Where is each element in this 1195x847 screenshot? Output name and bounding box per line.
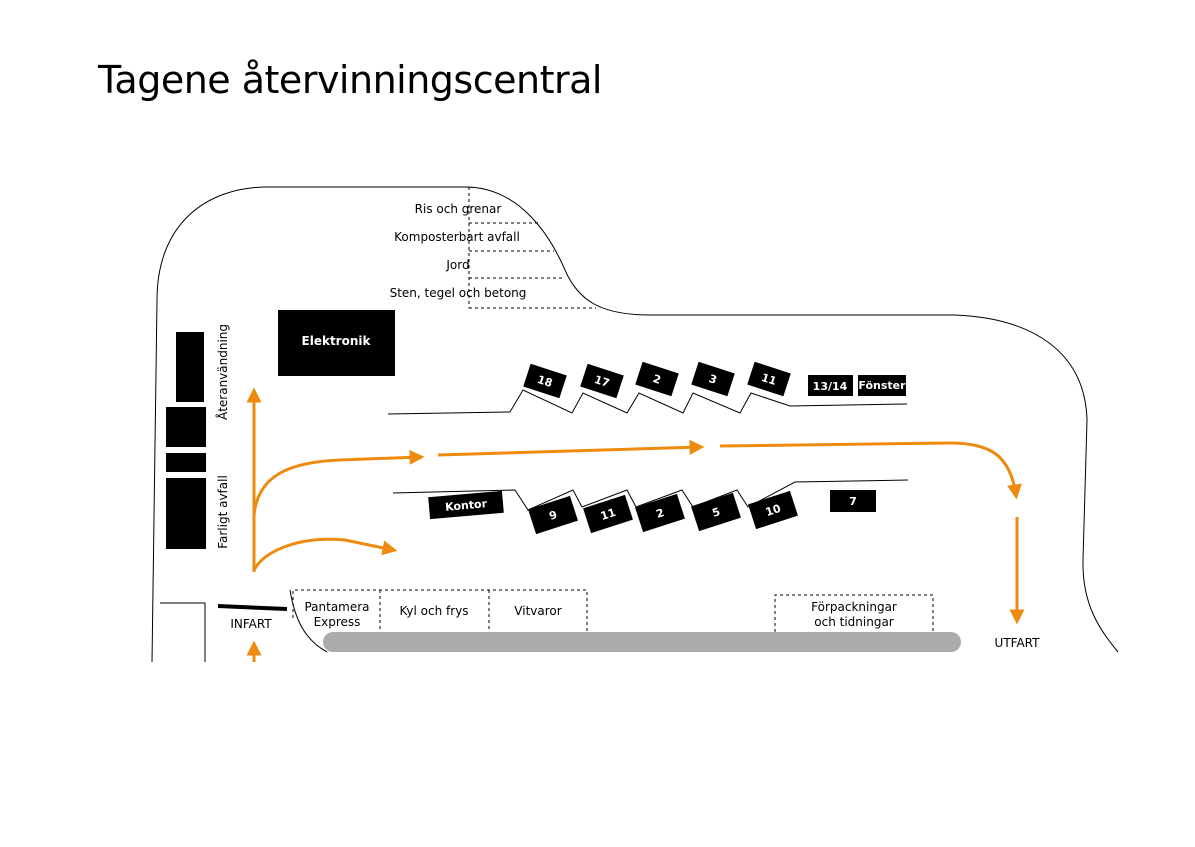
container-upper-2: 2 — [635, 361, 679, 397]
container-upper-11: 11 — [747, 361, 791, 397]
lower-containers: 9 11 2 5 10 7 — [528, 490, 876, 535]
arrow-middle — [437, 439, 705, 457]
ateranvandning-label: Återanvändning — [215, 324, 230, 420]
container-upper-fonster-label: Fönster — [858, 379, 906, 392]
entrance-barrier — [217, 604, 288, 611]
container-lower-2: 2 — [635, 493, 685, 533]
container-upper-3-label: 3 — [707, 372, 718, 387]
bottom-stations — [292, 589, 934, 632]
container-lower-5-label: 5 — [711, 505, 722, 520]
container-lower-10: 10 — [748, 490, 798, 530]
compost-label-kompost: Komposterbart avfall — [394, 230, 520, 244]
container-lower-11: 11 — [583, 494, 633, 534]
station-kyl-label: Kyl och frys — [399, 604, 468, 618]
building-elektronik-label: Elektronik — [302, 334, 372, 348]
station-forpackningar-line1: Förpackningar — [811, 600, 897, 614]
container-upper-2-label: 2 — [651, 372, 662, 387]
gate-outline — [160, 602, 206, 662]
container-upper-18-label: 18 — [536, 373, 555, 390]
lower-ramp-edge — [392, 479, 909, 511]
compost-label-sten: Sten, tegel och betong — [390, 286, 527, 300]
building-elektronik — [278, 310, 395, 376]
station-forpackningar-line2: och tidningar — [814, 615, 894, 629]
station-vitvaror-label: Vitvaror — [514, 604, 561, 618]
inner-boundary — [289, 589, 328, 653]
compost-area — [468, 187, 596, 309]
site-boundary — [151, 186, 1119, 663]
page-title: Tagene återvinningscentral — [98, 58, 602, 102]
compost-label-jord: Jord — [445, 258, 469, 272]
container-lower-11-label: 11 — [599, 506, 618, 523]
container-upper-17-label: 17 — [593, 373, 612, 390]
building-kontor-label: Kontor — [445, 497, 489, 514]
station-pantamera-line2: Express — [314, 615, 361, 629]
arrow-to-exit — [719, 441, 1022, 500]
container-upper-17: 17 — [580, 363, 624, 399]
container-upper-3: 3 — [691, 361, 735, 397]
upper-containers: 18 17 2 3 11 13/14 Fönster — [523, 361, 906, 399]
entrance-label: INFART — [230, 617, 272, 631]
upper-ramp-edge — [387, 389, 908, 415]
container-lower-9-label: 9 — [548, 508, 559, 523]
container-lower-7-label: 7 — [849, 495, 857, 508]
compost-labels: Ris och grenar Komposterbart avfall Jord… — [390, 202, 527, 300]
container-lower-5: 5 — [691, 492, 741, 532]
compost-label-ris: Ris och grenar — [415, 202, 502, 216]
arrow-curve-upper — [252, 449, 425, 516]
container-lower-2-label: 2 — [655, 506, 666, 521]
station-pantamera-line1: Pantamera — [304, 600, 369, 614]
container-upper-18: 18 — [523, 363, 567, 399]
container-lower-10-label: 10 — [764, 502, 783, 519]
container-upper-13-14-label: 13/14 — [813, 380, 848, 393]
building-kontor: Kontor — [428, 490, 504, 520]
arrow-curve-lower — [252, 537, 398, 571]
left-buildings — [166, 332, 206, 549]
exit-label: UTFART — [995, 636, 1041, 650]
route-arrows — [246, 387, 1025, 662]
container-lower-9: 9 — [528, 495, 578, 535]
container-upper-11-label: 11 — [760, 371, 779, 388]
farligt-avfall-label: Farligt avfall — [216, 475, 230, 549]
